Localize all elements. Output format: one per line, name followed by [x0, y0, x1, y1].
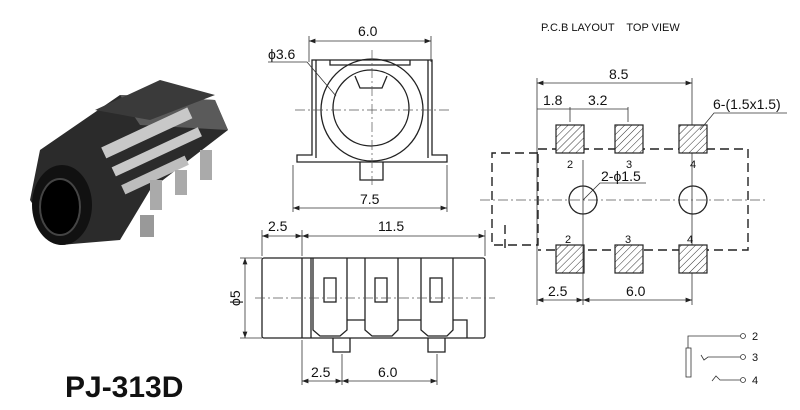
front-width-bottom-label: 7.5 [360, 191, 380, 207]
pcb-pad [678, 124, 708, 154]
pad-label: 2 [567, 159, 573, 171]
pcb-hole-note: 2-ϕ1.5 [601, 168, 641, 184]
schematic-pin-label: 2 [752, 331, 758, 343]
side-front-length-label: 2.5 [268, 218, 288, 234]
pcb-overall-width-label: 8.5 [609, 66, 629, 82]
pad-label: 4 [687, 234, 693, 246]
pcb-pad [678, 244, 708, 274]
side-diameter-label: ϕ5 [227, 290, 243, 306]
pin-offset-label: 2.5 [311, 364, 331, 380]
pin-pitch-label: 6.0 [378, 364, 398, 380]
pcb-pad-offset-label: 1.8 [543, 92, 563, 108]
product-title: PJ-313D [65, 371, 183, 404]
side-view: 2.5 11.5 ϕ5 2.5 6.0 [227, 218, 495, 385]
pcb-hole-offset-label: 2.5 [548, 283, 568, 299]
product-photo [30, 80, 228, 245]
pcb-pad [555, 124, 585, 154]
pad-label: 4 [690, 159, 696, 171]
pcb-pad-note: 6-(1.5x1.5) [713, 96, 781, 112]
pad-label: 3 [626, 159, 632, 171]
schematic-pin-label: 4 [752, 375, 758, 387]
front-width-top-label: 6.0 [358, 23, 378, 39]
pcb-layout: P.C.B LAYOUT TOP VIEW 8.5 1.8 3.2 2 3 4 … [480, 22, 787, 305]
bore-diameter-label: ϕ3.6 [268, 46, 296, 62]
pcb-hole-pitch-label: 6.0 [626, 283, 646, 299]
front-view: 6.0 ϕ3.6 7.5 [268, 23, 450, 212]
mounting-hole [678, 185, 708, 215]
schematic-pin-label: 3 [752, 352, 758, 364]
pcb-pad [614, 244, 644, 274]
pad-label: 3 [625, 234, 631, 246]
pad-label: 2 [565, 234, 571, 246]
pcb-pad-pitch-label: 3.2 [588, 92, 608, 108]
pcb-pad [614, 124, 644, 154]
pcb-pad [555, 244, 585, 274]
side-body-length-label: 11.5 [378, 218, 404, 234]
pin-schematic: 2 3 4 [685, 331, 758, 387]
pcb-heading: P.C.B LAYOUT TOP VIEW [541, 22, 680, 34]
